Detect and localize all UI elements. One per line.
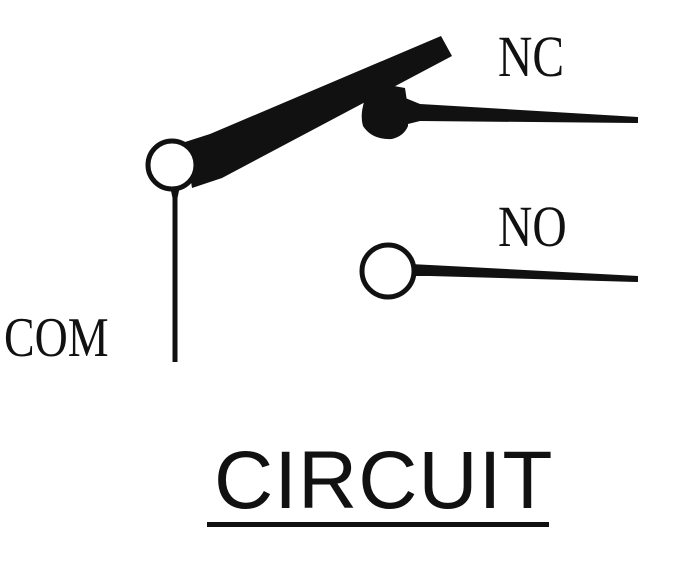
nc-contact-bump [361,82,408,140]
diagram-caption: CIRCUIT [214,435,554,526]
caption-underline [207,522,549,527]
no-contact-line [410,264,638,282]
com-label: COM [4,307,109,369]
no-terminal-circle [359,242,417,300]
nc-contact-line [398,95,638,126]
com-lead-taper [170,186,180,210]
switch-lever [185,36,452,188]
no-label: NO [498,194,567,259]
nc-label: NC [498,24,565,89]
com-pivot-circle [145,138,199,192]
